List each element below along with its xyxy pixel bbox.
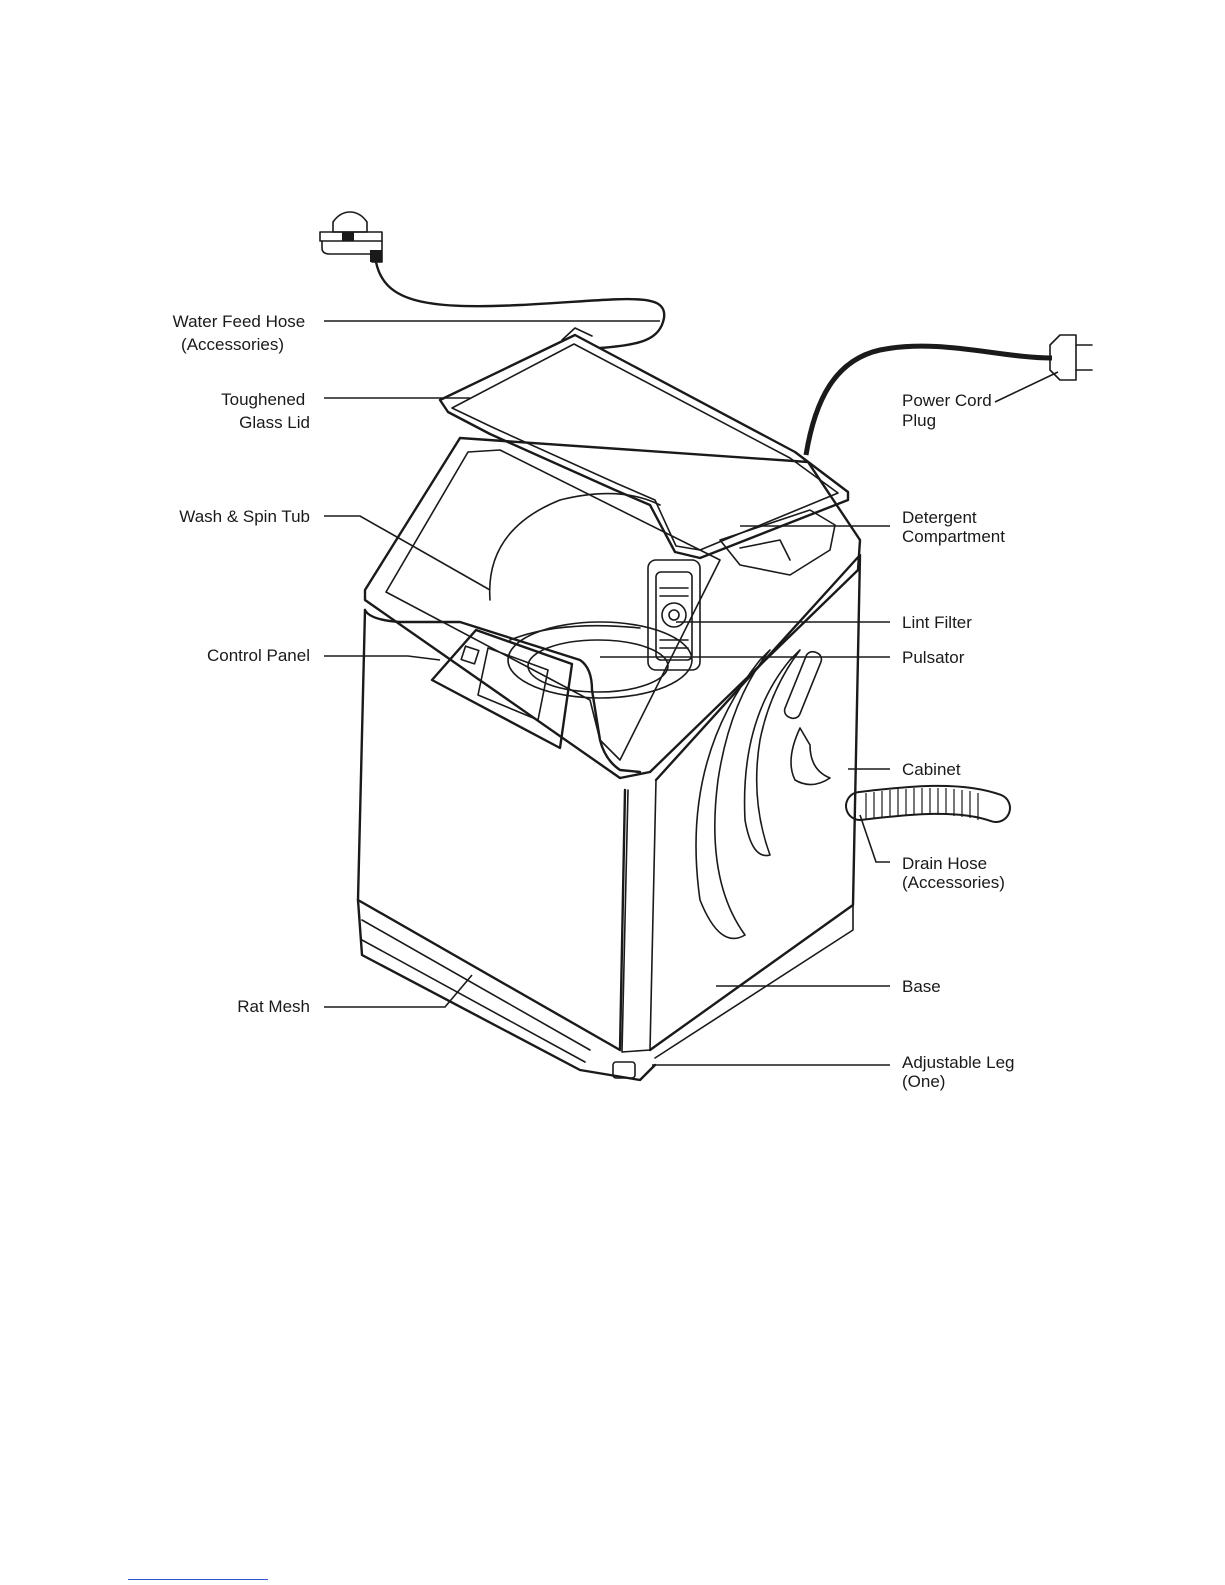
leader-wash-spin-tub xyxy=(324,516,490,590)
toughened-glass-lid xyxy=(440,328,848,558)
label-toughened-glass-lid: Toughened Glass Lid xyxy=(221,390,310,432)
leader-rat-mesh xyxy=(324,975,472,1007)
label-drain-hose: Drain Hose (Accessories) xyxy=(902,854,1005,892)
label-base: Base xyxy=(902,977,941,996)
label-rat-mesh: Rat Mesh xyxy=(237,997,310,1016)
water-tap-icon xyxy=(320,212,382,262)
leader-lines xyxy=(324,321,1058,1065)
label-power-cord-plug: Power Cord Plug xyxy=(902,391,997,430)
cabinet-decoration xyxy=(696,650,830,939)
label-control-panel: Control Panel xyxy=(207,646,310,665)
label-detergent-compartment: Detergent Compartment xyxy=(902,508,1005,546)
leader-drain-hose xyxy=(860,815,890,862)
leader-power-cord xyxy=(995,372,1058,402)
label-water-feed-hose: Water Feed Hose (Accessories) xyxy=(173,312,310,354)
water-feed-hose xyxy=(376,262,664,348)
machine-body xyxy=(358,438,860,1080)
label-cabinet: Cabinet xyxy=(902,760,961,779)
leader-control-panel xyxy=(324,656,440,660)
footer-rule xyxy=(128,1579,268,1580)
drain-hose xyxy=(860,788,996,820)
label-pulsator: Pulsator xyxy=(902,648,965,667)
label-wash-spin-tub: Wash & Spin Tub xyxy=(179,507,310,526)
label-lint-filter: Lint Filter xyxy=(902,613,972,632)
label-adjustable-leg: Adjustable Leg (One) xyxy=(902,1053,1019,1091)
